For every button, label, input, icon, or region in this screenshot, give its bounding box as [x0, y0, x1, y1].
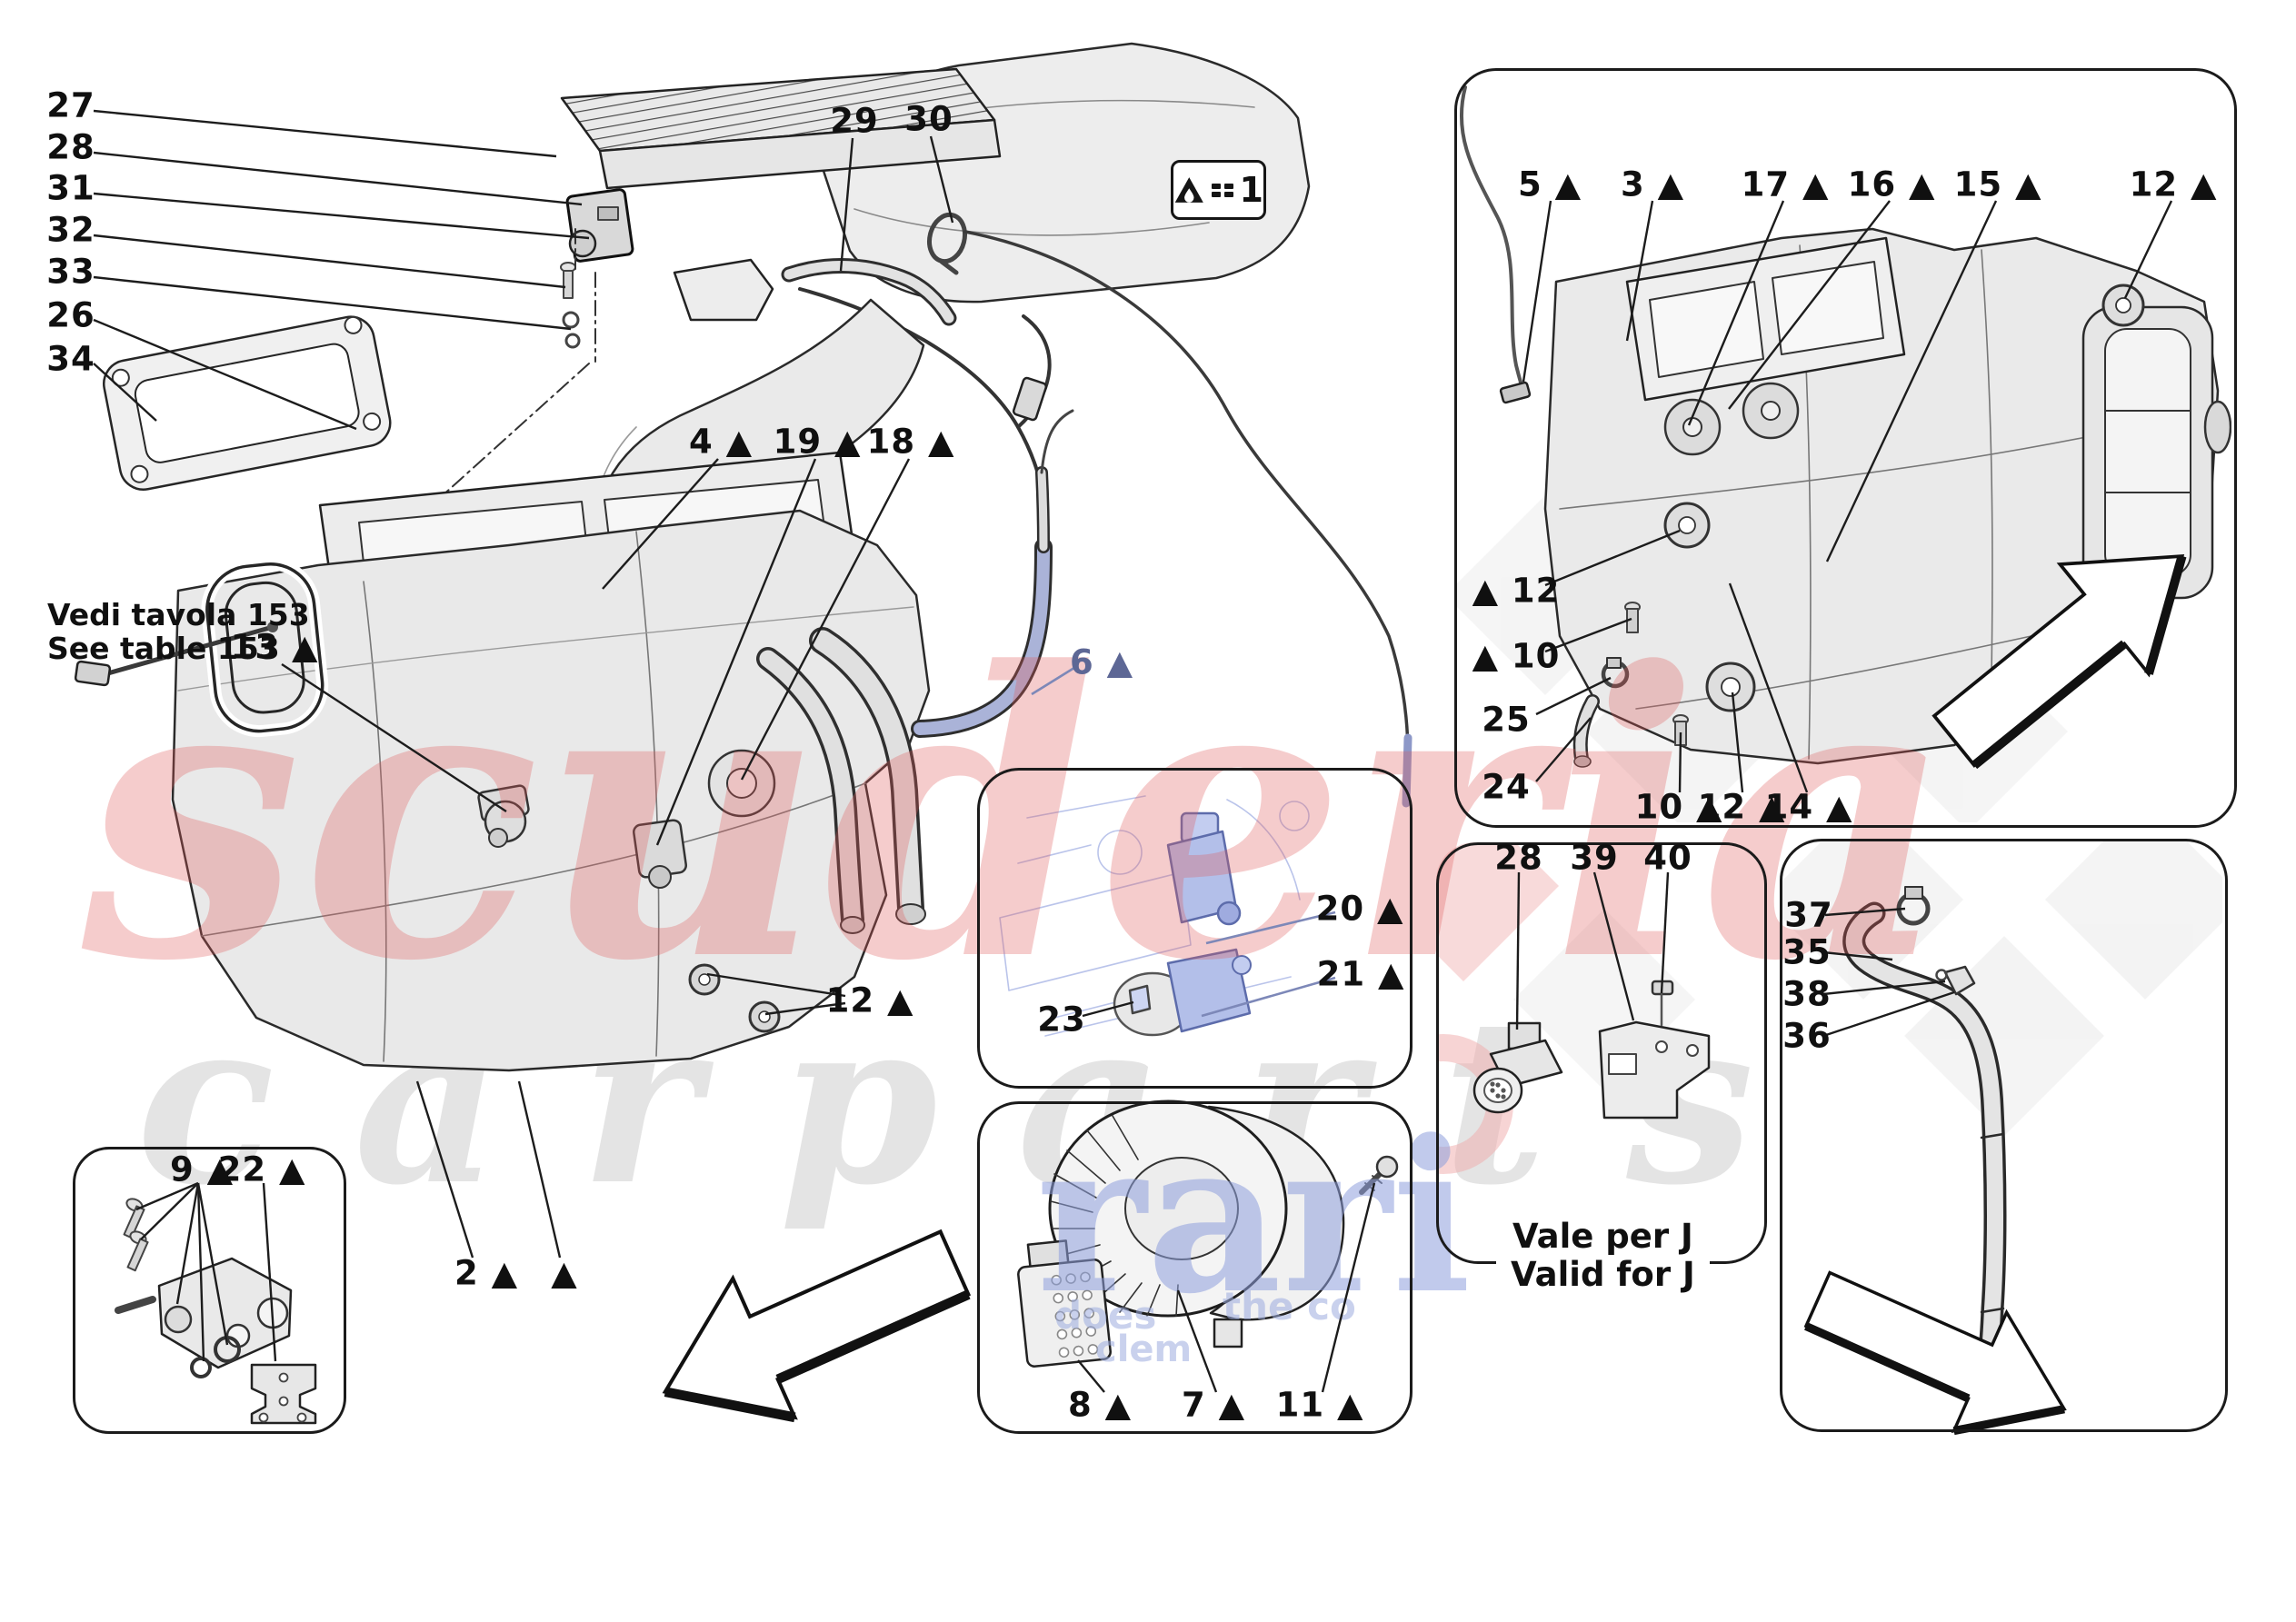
callout-12-left[interactable]: ▲ 12: [1472, 571, 1561, 611]
see-table-line-en: See table 153: [47, 631, 280, 666]
callout-7[interactable]: 7 ▲: [1181, 1385, 1246, 1425]
callout-21[interactable]: 21 ▲: [1316, 954, 1405, 994]
triangle-droplet-icon: [1174, 177, 1203, 203]
panel-blower: [977, 1101, 1413, 1434]
panel-rear-view: [1454, 68, 2237, 828]
leader-lines-blue: [1031, 664, 1336, 1018]
callout-11[interactable]: 11 ▲: [1275, 1385, 1364, 1425]
panel-drain-hose: [1780, 839, 2228, 1432]
panel-valid-for-j: [1436, 842, 1767, 1264]
callout-28[interactable]: 28: [46, 127, 95, 167]
callout-40[interactable]: 40: [1643, 838, 1692, 878]
direction-arrow-southeast: [1803, 1270, 2067, 1436]
panel-expansion-valve-kit: [73, 1147, 346, 1434]
callout-3[interactable]: 3 ▲: [1620, 164, 1685, 204]
legend-value: 1: [1239, 170, 1263, 210]
callout-12-top-right[interactable]: 12 ▲: [2129, 164, 2218, 204]
panel-solenoid-valves: [977, 768, 1413, 1089]
callout-10-left[interactable]: ▲ 10: [1472, 636, 1561, 676]
callout-15[interactable]: 15 ▲: [1953, 164, 2042, 204]
valid-for-j-note: Vale per J Valid for J: [1496, 1216, 1710, 1296]
callout-20[interactable]: 20 ▲: [1315, 889, 1404, 929]
callout-16[interactable]: 16 ▲: [1847, 164, 1936, 204]
see-table-line-it: Vedi tavola 153: [47, 597, 310, 632]
callout-4[interactable]: 4 ▲: [688, 422, 754, 462]
callout-34[interactable]: 34: [46, 339, 95, 379]
valid-line-en: Valid for J: [1511, 1255, 1695, 1294]
callout-31[interactable]: 31: [46, 168, 95, 208]
callout-17[interactable]: 17 ▲: [1741, 164, 1830, 204]
watermark-red: scuderia: [75, 588, 1953, 1047]
callout-26[interactable]: 26: [46, 295, 95, 335]
svg-text:scuderia: scuderia: [75, 588, 1953, 1047]
svg-text:the co: the co: [1223, 1284, 1356, 1328]
callout-18[interactable]: 18 ▲: [866, 422, 955, 462]
callout-12-bottom[interactable]: 12 ▲: [1697, 787, 1786, 827]
legend-badge: 1: [1171, 160, 1266, 220]
callout-10-bottom[interactable]: 10 ▲: [1634, 787, 1723, 827]
callout-25[interactable]: 25: [1482, 700, 1531, 740]
svg-text:does: does: [1054, 1293, 1156, 1338]
callout-38[interactable]: 38: [1782, 974, 1832, 1014]
drain-hose-drawing: [1842, 886, 2007, 1407]
blower-motor-drawing: [1017, 1100, 1399, 1368]
callout-19[interactable]: 19 ▲: [773, 422, 862, 462]
callout-32[interactable]: 32: [46, 210, 95, 250]
seal-frame-drawing: [201, 558, 329, 738]
callout-29[interactable]: 29: [830, 101, 879, 141]
evaporator-unit-drawing: [74, 409, 1074, 1072]
valid-line-it: Vale per J: [1512, 1217, 1693, 1256]
svg-text:clem: clem: [1095, 1328, 1192, 1370]
callout-39[interactable]: 39: [1570, 838, 1619, 878]
see-table-note: Vedi tavola 153 See table 153: [47, 597, 310, 666]
direction-arrow-southwest: [662, 1229, 972, 1423]
callout-35[interactable]: 35: [1782, 932, 1832, 972]
callout-37[interactable]: 37: [1784, 895, 1833, 935]
callout-2[interactable]: 2 ▲: [454, 1253, 519, 1293]
callout-14[interactable]: 14 ▲: [1764, 787, 1853, 827]
leader-lines: [93, 109, 2173, 1393]
callout-22[interactable]: 22 ▲: [217, 1149, 306, 1189]
callout-28-vale[interactable]: 28: [1494, 838, 1543, 878]
callout-12-main[interactable]: 12 ▲: [825, 980, 914, 1020]
solenoid-valves-drawing: [999, 795, 1310, 1037]
callout-23[interactable]: 23: [1037, 1000, 1086, 1040]
gasket-drawing: [103, 315, 392, 491]
callout-13[interactable]: 13 ▲: [230, 627, 319, 667]
callout-6[interactable]: 6 ▲: [1069, 642, 1134, 682]
callout-33[interactable]: 33: [46, 252, 95, 292]
callout-9[interactable]: 9 ▲: [169, 1149, 235, 1189]
callout-27[interactable]: 27: [46, 85, 95, 125]
callout-24[interactable]: 24: [1482, 767, 1531, 807]
callout-triangle-only[interactable]: ▲: [551, 1253, 578, 1293]
callout-5[interactable]: 5 ▲: [1517, 164, 1582, 204]
callout-30[interactable]: 30: [904, 99, 953, 139]
sensor-and-bracket-drawing: [1472, 980, 1711, 1119]
flap-actuator-drawing: [565, 188, 634, 263]
direction-arrow-northeast: [1932, 553, 2187, 770]
callout-36[interactable]: 36: [1782, 1016, 1832, 1056]
callout-8[interactable]: 8 ▲: [1067, 1385, 1133, 1425]
equals-dashes-icon: [1211, 183, 1233, 197]
